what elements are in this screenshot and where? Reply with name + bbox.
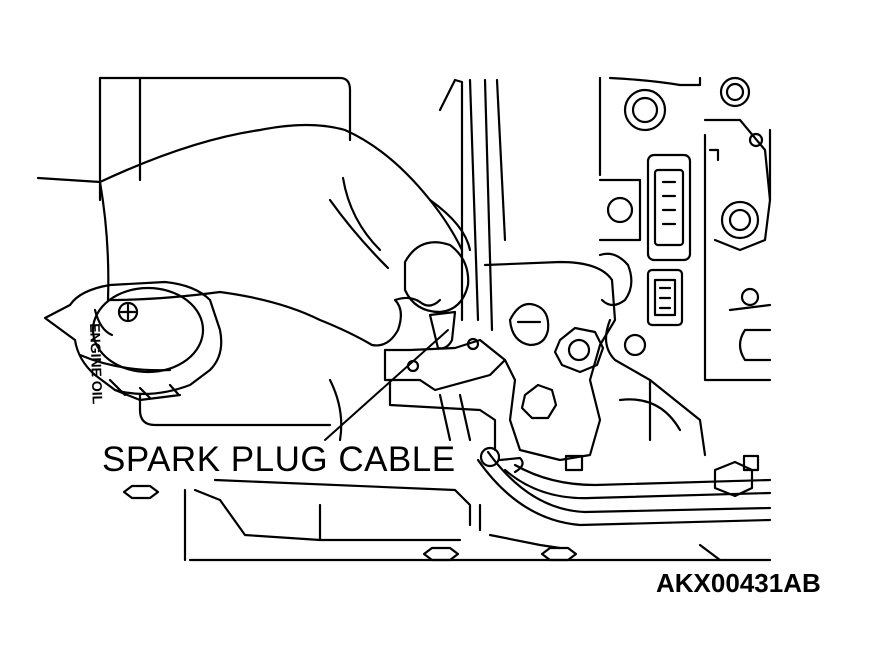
hand xyxy=(36,123,472,347)
spark-plug-cable-label: SPARK PLUG CABLE xyxy=(102,440,456,479)
lower-pipes xyxy=(188,450,772,562)
engine-block-outline xyxy=(98,76,352,562)
figure-id-label: AKX00431AB xyxy=(656,568,821,598)
center-housing xyxy=(483,252,633,462)
right-engine-housing xyxy=(598,76,772,457)
oil-cap-lettering: ENGINE OIL xyxy=(87,323,106,405)
oil-filler-cap xyxy=(43,280,223,402)
sensor-connector-small xyxy=(646,268,684,327)
sensor-connector-large xyxy=(646,153,692,262)
bracket-assembly xyxy=(324,329,507,452)
spark-plug-boot xyxy=(428,78,507,350)
bolts xyxy=(122,446,760,562)
